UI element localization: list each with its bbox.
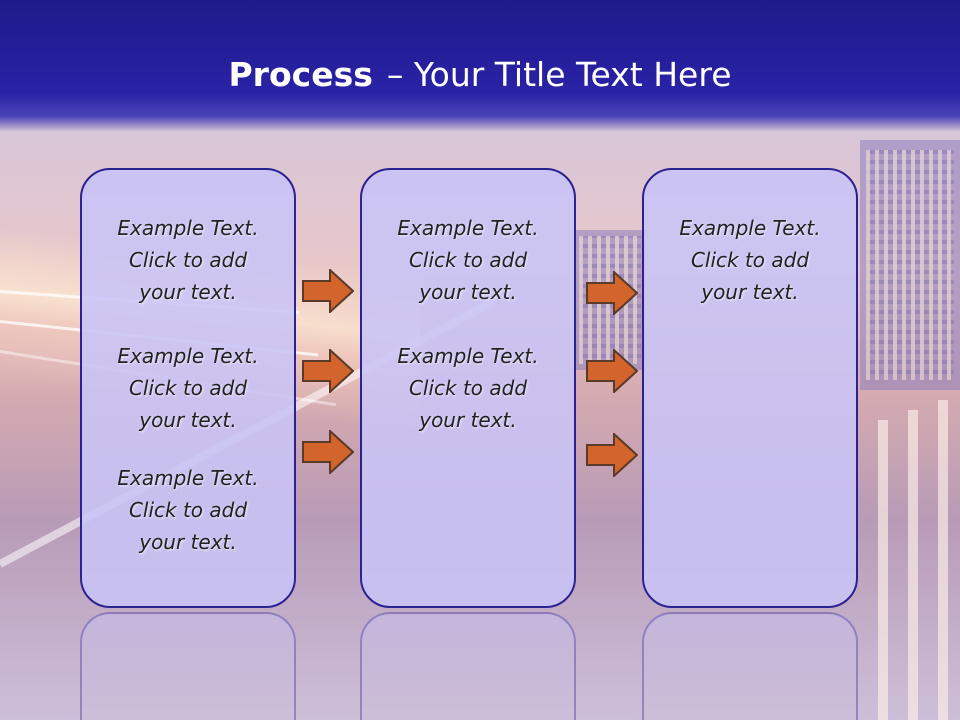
box-reflection <box>80 612 296 720</box>
title-text: – Your Title Text Here <box>386 55 732 94</box>
example-text-line: your text. <box>139 280 237 304</box>
example-text-line: your text. <box>419 280 517 304</box>
right-arrow-icon <box>302 269 354 313</box>
bridge-railing <box>938 400 948 720</box>
example-text-line: Click to add <box>128 248 248 272</box>
example-text-line: your text. <box>139 530 237 554</box>
example-text-line: Example Text. <box>117 344 259 368</box>
example-text-block[interactable]: Example Text. Click to add your text. <box>362 340 574 436</box>
right-arrow-icon <box>586 271 638 315</box>
bridge-railing <box>908 410 918 720</box>
example-text-line: your text. <box>701 280 799 304</box>
example-text-line: Example Text. <box>117 466 259 490</box>
example-text-block[interactable]: Example Text. Click to add your text. <box>362 212 574 308</box>
example-text-line: Example Text. <box>117 216 259 240</box>
slide-title[interactable]: Process – Your Title Text Here <box>0 52 960 98</box>
process-box-3[interactable]: Example Text. Click to add your text. <box>642 168 858 608</box>
example-text-block[interactable]: Example Text. Click to add your text. <box>82 212 294 308</box>
box-reflection <box>642 612 858 720</box>
example-text-line: Click to add <box>408 376 528 400</box>
title-band <box>0 0 960 132</box>
example-text-block[interactable]: Example Text. Click to add your text. <box>82 462 294 558</box>
example-text-line: Example Text. <box>397 216 539 240</box>
title-bold: Process <box>228 55 373 94</box>
example-text-line: Click to add <box>128 498 248 522</box>
example-text-line: Click to add <box>128 376 248 400</box>
building <box>860 140 960 390</box>
right-arrow-icon <box>586 349 638 393</box>
right-arrow-icon <box>302 430 354 474</box>
example-text-block[interactable]: Example Text. Click to add your text. <box>644 212 856 308</box>
example-text-line: your text. <box>139 408 237 432</box>
example-text-line: your text. <box>419 408 517 432</box>
right-arrow-icon <box>302 349 354 393</box>
box-reflection <box>360 612 576 720</box>
right-arrow-icon <box>586 433 638 477</box>
example-text-line: Example Text. <box>397 344 539 368</box>
example-text-block[interactable]: Example Text. Click to add your text. <box>82 340 294 436</box>
bridge-railing <box>878 420 888 720</box>
example-text-line: Example Text. <box>679 216 821 240</box>
example-text-line: Click to add <box>690 248 810 272</box>
example-text-line: Click to add <box>408 248 528 272</box>
